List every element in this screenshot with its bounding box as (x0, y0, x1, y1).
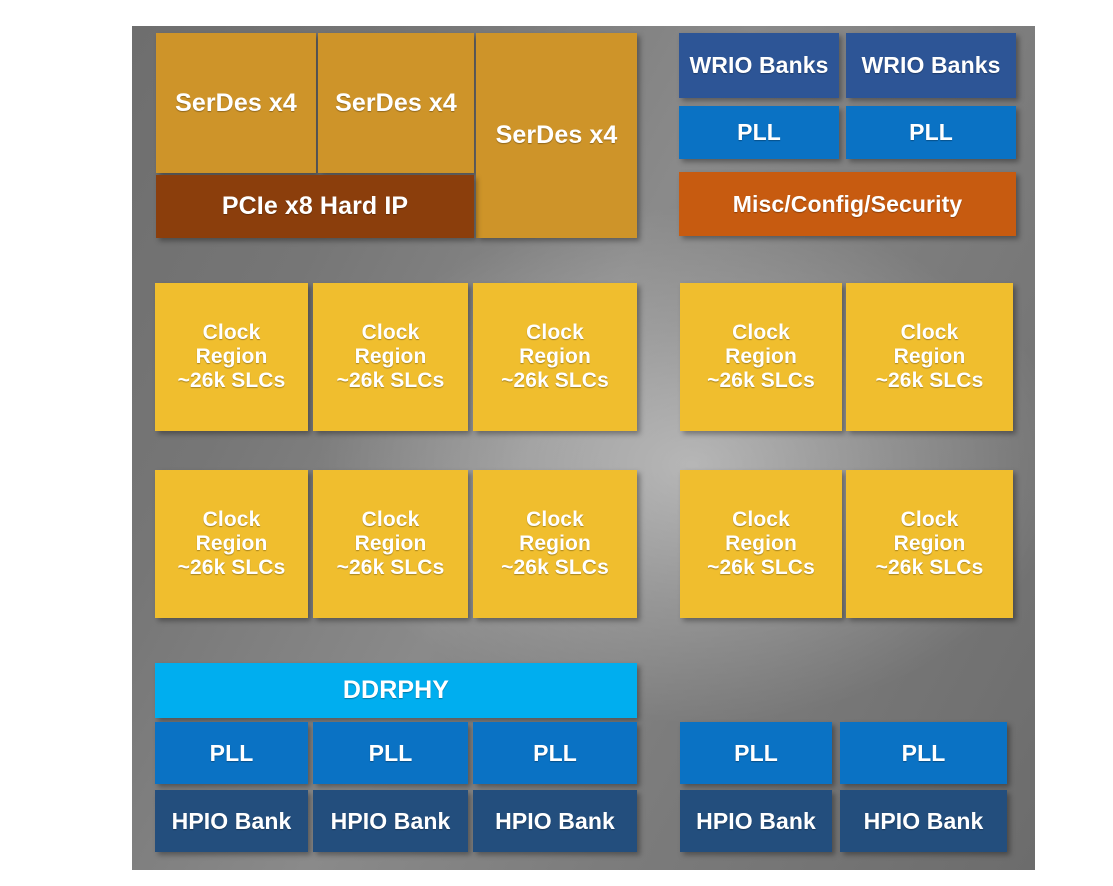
clock-line-1: Clock (526, 321, 584, 345)
block-pll-bottom-right-2[interactable]: PLL (840, 722, 1007, 784)
block-label: HPIO Bank (495, 807, 615, 834)
clock-line-2: Region (893, 532, 966, 556)
block-hpio-bank-right-2[interactable]: HPIO Bank (840, 790, 1007, 852)
block-misc-config-security[interactable]: Misc/Config/Security (679, 172, 1016, 236)
clock-line-1: Clock (202, 321, 261, 345)
block-label: PCIe x8 Hard IP (221, 192, 409, 221)
clock-line-2: Region (519, 345, 591, 369)
block-label: SerDes x4 (335, 88, 457, 117)
block-label: HPIO Bank (330, 807, 451, 834)
block-pll-bottom-right-1[interactable]: PLL (680, 722, 832, 784)
clock-line-3: ~26k SLCs (501, 368, 609, 392)
block-pll-top-right[interactable]: PLL (846, 106, 1016, 159)
block-label: DDRPHY (342, 676, 450, 705)
clock-line-3: ~26k SLCs (177, 555, 286, 579)
block-label: PLL (209, 739, 254, 766)
clock-line-1: Clock (900, 321, 959, 345)
clock-line-2: Region (893, 345, 966, 369)
clock-line-3: ~26k SLCs (875, 555, 984, 579)
block-pll-bottom-left-1[interactable]: PLL (155, 722, 308, 784)
clock-line-3: ~26k SLCs (707, 555, 815, 579)
clock-line-1: Clock (900, 508, 959, 532)
clock-line-1: Clock (526, 508, 584, 532)
clock-line-3: ~26k SLCs (875, 368, 984, 392)
block-label: PLL (533, 739, 577, 766)
block-label: WRIO Banks (689, 52, 829, 79)
clock-line-2: Region (195, 345, 268, 369)
clock-line-3: ~26k SLCs (177, 368, 286, 392)
clock-line-3: ~26k SLCs (336, 555, 445, 579)
clock-line-2: Region (195, 532, 268, 556)
clock-line-3: ~26k SLCs (501, 555, 609, 579)
block-label: PLL (901, 739, 946, 766)
block-hpio-bank-left-1[interactable]: HPIO Bank (155, 790, 308, 852)
clock-line-1: Clock (732, 321, 790, 345)
block-wrio-banks-right[interactable]: WRIO Banks (846, 33, 1016, 98)
clock-line-2: Region (354, 532, 427, 556)
block-serdes-right-tall[interactable]: SerDes x4 (476, 33, 637, 238)
block-serdes-left-top[interactable]: SerDes x4 (156, 33, 316, 173)
clock-line-3: ~26k SLCs (707, 368, 815, 392)
block-label: Misc/Config/Security (732, 190, 963, 217)
block-hpio-bank-right-1[interactable]: HPIO Bank (680, 790, 832, 852)
block-hpio-bank-left-3[interactable]: HPIO Bank (473, 790, 637, 852)
block-pll-top-left[interactable]: PLL (679, 106, 839, 159)
block-label: SerDes x4 (175, 88, 297, 117)
block-pll-bottom-left-2[interactable]: PLL (313, 722, 468, 784)
block-hpio-bank-left-2[interactable]: HPIO Bank (313, 790, 468, 852)
block-label: PLL (368, 739, 413, 766)
block-label: HPIO Bank (696, 807, 816, 834)
clock-line-2: Region (725, 345, 797, 369)
block-label: SerDes x4 (495, 121, 618, 150)
clock-line-2: Region (519, 532, 591, 556)
block-pll-bottom-left-3[interactable]: PLL (473, 722, 637, 784)
block-ddrphy[interactable]: DDRPHY (155, 663, 637, 718)
block-label: PLL (737, 119, 781, 146)
block-pcie-hard-ip[interactable]: PCIe x8 Hard IP (156, 175, 474, 238)
clock-line-2: Region (354, 345, 427, 369)
block-label: PLL (734, 739, 778, 766)
clock-line-1: Clock (202, 508, 261, 532)
clock-line-2: Region (725, 532, 797, 556)
block-label: HPIO Bank (171, 807, 292, 834)
clock-line-1: Clock (361, 508, 420, 532)
block-label: HPIO Bank (863, 807, 984, 834)
block-label: WRIO Banks (861, 52, 1001, 79)
clock-line-1: Clock (732, 508, 790, 532)
block-wrio-banks-left[interactable]: WRIO Banks (679, 33, 839, 98)
clock-line-1: Clock (361, 321, 420, 345)
block-serdes-mid-top[interactable]: SerDes x4 (318, 33, 474, 173)
clock-line-3: ~26k SLCs (336, 368, 445, 392)
block-label: PLL (909, 119, 953, 146)
